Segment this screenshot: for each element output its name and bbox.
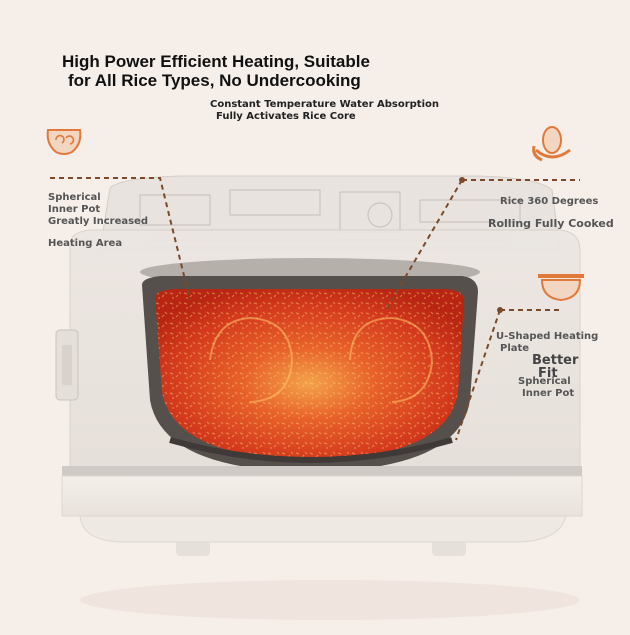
callout-bottom-right-emphasis: Better Fit xyxy=(532,354,578,380)
callout-top-right-line-1: Rice 360 Degrees xyxy=(500,196,599,207)
callout-left-line-2: Inner Pot xyxy=(48,204,101,215)
callout-bottom-right-line-2: Plate xyxy=(500,343,530,354)
callout-bottom-right-heading: U-Shaped Heating Plate xyxy=(496,331,598,355)
headline-line-2: for All Rice Types, No Undercooking xyxy=(68,71,361,90)
callout-left-line-3: Greatly Increased xyxy=(48,216,148,227)
callout-top-right-line-2: Rolling Fully Cooked xyxy=(488,217,614,230)
headline-line-1: High Power Efficient Heating, Suitable xyxy=(62,52,370,71)
rice-grain-rotation-icon xyxy=(528,120,578,175)
callout-left-sub: Heating Area xyxy=(48,238,122,250)
callout-bottom-right-line-4: Inner Pot xyxy=(522,388,575,399)
spherical-pot-icon xyxy=(44,126,84,163)
subheadline-line-1: Constant Temperature Water Absorption xyxy=(210,99,440,110)
callout-top-right-line-2-wrap: Rolling Fully Cooked xyxy=(488,218,614,230)
callout-bottom-right-emphasis-2: Fit xyxy=(538,366,558,381)
subheadline-line-2: Fully Activates Rice Core xyxy=(216,111,356,122)
u-shaped-plate-icon xyxy=(536,268,586,313)
headline: High Power Efficient Heating, Suitable f… xyxy=(62,52,442,90)
callout-bottom-right-line-3: Spherical xyxy=(518,376,571,387)
callout-bottom-right-line-1: U-Shaped Heating xyxy=(496,331,599,342)
callout-top-right-line-1-wrap: Rice 360 Degrees xyxy=(500,196,598,208)
callout-bottom-right-sub: Spherical Inner Pot xyxy=(518,376,574,400)
callout-left-line-1: Spherical xyxy=(48,192,101,203)
callout-left-heading: Spherical Inner Pot Greatly Increased xyxy=(48,192,148,228)
callout-left-line-4: Heating Area xyxy=(48,238,123,249)
callout-bottom-right-emphasis-1: Better xyxy=(532,353,579,368)
subheadline: Constant Temperature Water Absorption Fu… xyxy=(210,99,490,123)
